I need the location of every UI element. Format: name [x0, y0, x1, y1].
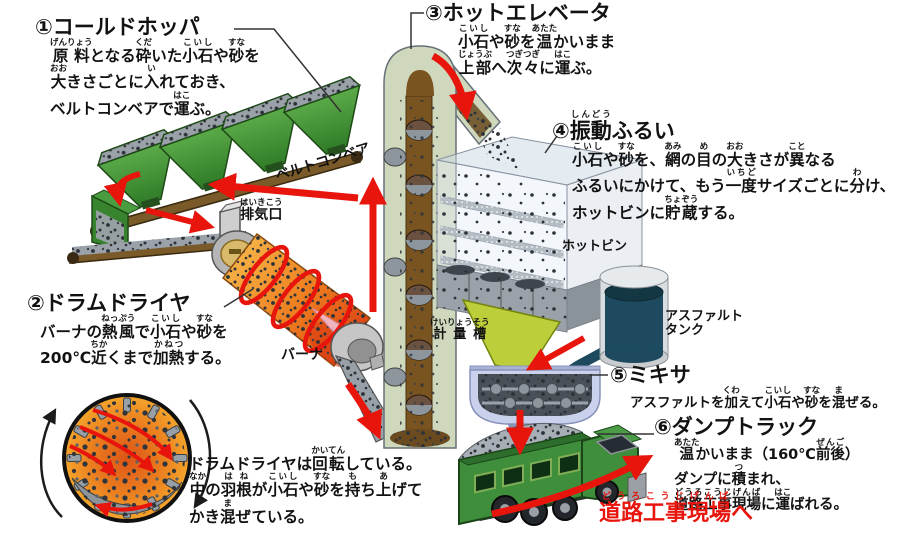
cold-hopper-title: ①コールドホッパ: [35, 15, 200, 39]
cold-hopper-text: ベルトコンベアで運はこぶ。: [50, 90, 221, 118]
mixer-graphic: [469, 365, 601, 433]
mixer-text: アスファルトを加くわえて小石こいしや砂すなを混まぜる。: [630, 386, 886, 412]
flow-arrow: [431, 52, 477, 121]
flow-arrow: [525, 335, 586, 371]
section-mixer: ⑤ミキサ アスファルトを加くわえて小石こいしや砂すなを混まぜる。: [610, 356, 886, 410]
asphalt-tank-label-line2: タンク: [665, 323, 705, 339]
dump-truck-text: 温あたたかいまま（160℃前後ぜんご）: [674, 438, 860, 464]
drum-dryer-text: 200℃近ちかくまで加熱かねつする。: [40, 340, 231, 368]
inset-note-text: 中なかの羽根はねが小石こいしや砂すなを持もち上あげて: [189, 472, 423, 500]
asphalt-tank-label: アスファルト タンク: [665, 309, 744, 339]
section-dump-truck: ⑥ダンプトラック 温あたたかいまま（160℃前後ぜんご） ダンプに積つまれ、 道…: [654, 408, 859, 514]
vibrating-screen-text: 小石こいしや砂すなを、網あみの目めの大おおきさが異ことなる: [572, 142, 836, 170]
section-cold-hopper: ①コールドホッパ 原料げんりょうとなる砕くだいた小石こいしや砂すなを 大おおきさ…: [35, 8, 260, 117]
vibrating-screen-text: ホットビンに貯蔵ちょぞうする。: [572, 194, 745, 222]
asphalt-tank-label-line1: アスファルト: [665, 309, 744, 324]
vibrating-screen-title: ④振動しんどうふるい: [552, 110, 675, 143]
drum-dryer-text: バーナの熱風ねっぷうで小石こいしや砂すなを: [40, 314, 228, 342]
vibrating-screen-text: ふるいにかけて、もう一度いちどサイズごとに分わけ、: [572, 168, 896, 196]
cold-hopper-text: 原料げんりょうとなる砕くだいた小石こいしや砂すなを: [50, 38, 260, 66]
vibrating-screen-graphic: [436, 112, 643, 333]
dump-truck-text: 道路工事現場どうろこうじげんばに運はこばれる。: [674, 488, 848, 514]
inset-note-text: かき混まぜている。: [189, 498, 314, 526]
dump-truck-title: ⑥ダンプトラック: [654, 415, 819, 439]
destination-road-site-label: 道路工事現場どうろこうじげんばへ: [599, 492, 754, 526]
asphalt-tank-graphic: [561, 265, 669, 379]
mixer-title: ⑤ミキサ: [610, 363, 691, 387]
dump-truck-text: ダンプに積つまれ、: [674, 463, 790, 489]
drum-dryer-graphic: [211, 199, 398, 443]
hot-elevator-graphic: [383, 45, 502, 449]
callout-lines: [223, 12, 654, 435]
hot-elevator-text: 上部じょうぶへ次々つぎつぎに運はこぶ。: [458, 50, 602, 78]
tumble-arrows: [69, 408, 173, 518]
section-drum-dryer: ②ドラムドライヤ バーナの熱風ねっぷうで小石こいしや砂すなを 200℃近ちかくま…: [27, 284, 231, 367]
flow-arrow: [491, 454, 654, 518]
flow-arrow: [145, 207, 215, 234]
flow-arrow: [103, 171, 141, 208]
flow-arrow: [345, 382, 382, 440]
flow-arrows: [103, 52, 654, 518]
burner-label: バーナ: [281, 347, 323, 363]
hot-elevator-title: ③ホットエレベータ: [425, 1, 611, 25]
flow-arrow: [207, 172, 359, 202]
drum-rotation-inset: [39, 393, 212, 523]
inset-note: ドラムドライヤは回転かいてんしている。 中なかの羽根はねが小石こいしや砂すなを持…: [189, 446, 422, 525]
inset-note-text: ドラムドライヤは回転かいてんしている。: [189, 446, 422, 473]
rotation-arrows: [39, 399, 212, 518]
cold-hopper-text: 大おおきさごとに入いれておき、: [50, 64, 235, 92]
exhaust-port-label: 排気口はいきこう: [240, 198, 283, 223]
drum-dryer-title: ②ドラムドライヤ: [27, 291, 191, 315]
hot-elevator-text: 小石こいしや砂すなを温あたたかいまま: [458, 24, 616, 52]
weigh-hopper-label: 計量槽けいりょうそう: [430, 318, 490, 342]
section-hot-elevator: ③ホットエレベータ 小石こいしや砂すなを温あたたかいまま 上部じょうぶへ次々つぎ…: [425, 0, 615, 77]
hot-bin-label: ホットビン: [562, 239, 628, 254]
section-vibrating-screen: ④振動しんどうふるい 小石こいしや砂すなを、網あみの目めの大おおきさが異ことなる…: [552, 110, 895, 221]
